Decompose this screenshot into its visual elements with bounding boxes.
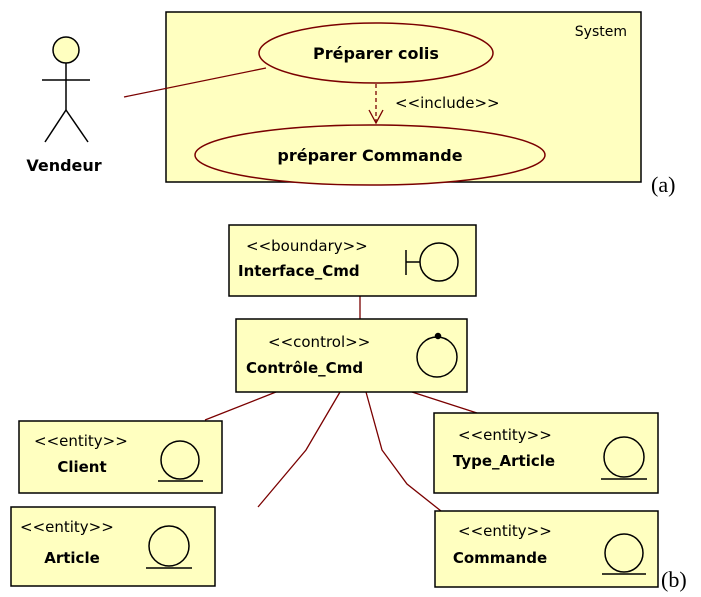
include-label: <<include>> — [395, 94, 500, 112]
use-case-2-label: préparer Commande — [277, 146, 462, 165]
control-class — [235, 318, 468, 393]
actor-vendeur — [42, 36, 90, 143]
entity-commande-stereotype: <<entity>> — [458, 522, 552, 540]
link-control-article — [257, 391, 341, 508]
control-icon — [416, 332, 458, 378]
caption-b: (b) — [661, 567, 687, 592]
entity-icon — [602, 533, 646, 575]
entity-client-name: Client — [57, 458, 106, 476]
use-case-1-label: Préparer colis — [313, 44, 439, 63]
system-label: System — [575, 24, 627, 40]
control-stereotype: <<control>> — [268, 333, 370, 351]
use-case-preparer-colis — [258, 22, 494, 84]
entity-type-article-stereotype: <<entity>> — [458, 426, 552, 444]
entity-commande-name: Commande — [453, 549, 547, 567]
link-control-type-article — [411, 391, 478, 414]
boundary-stereotype: <<boundary>> — [246, 237, 368, 255]
caption-a: (a) — [651, 172, 675, 197]
entity-client-stereotype: <<entity>> — [34, 432, 128, 450]
link-control-commande — [365, 391, 442, 512]
entity-article — [10, 506, 216, 587]
use-case-preparer-commande — [194, 124, 546, 186]
actor-label: Vendeur — [26, 156, 101, 175]
entity-icon — [158, 440, 203, 482]
boundary-name: Interface_Cmd — [238, 262, 360, 280]
entity-icon — [146, 525, 192, 569]
actor-association — [123, 67, 267, 98]
boundary-class — [228, 224, 477, 297]
include-arrowhead — [368, 109, 384, 125]
link-control-client — [204, 391, 277, 421]
entity-icon — [601, 436, 647, 480]
entity-type-article-name: Type_Article — [453, 452, 555, 470]
class-diagram: <<boundary>> Interface_Cmd <<control>> C… — [10, 224, 687, 592]
control-name: Contrôle_Cmd — [246, 359, 363, 377]
boundary-icon — [405, 242, 459, 282]
entity-article-stereotype: <<entity>> — [20, 518, 114, 536]
use-case-diagram: Vendeur System Préparer colis préparer C… — [26, 11, 675, 197]
entity-article-name: Article — [44, 549, 100, 567]
